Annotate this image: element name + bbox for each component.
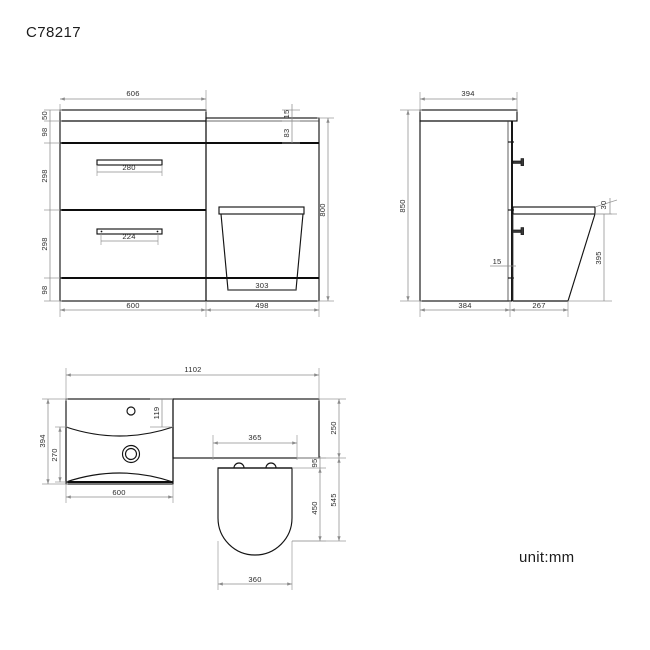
plan-basin-bowl [65, 426, 174, 483]
dim-plan-394-270: 394 270 [38, 398, 68, 485]
dim-side-bottom-384-267: 384 267 [419, 301, 569, 317]
dim-545-label: 545 [329, 493, 338, 506]
drawer-handle-upper [96, 159, 163, 166]
dim-front-right-15-83: 15 83 [282, 104, 300, 144]
side-toilet-pan [512, 206, 596, 302]
dim-15-label: 15 [282, 110, 291, 119]
dim-800-label: 800 [318, 203, 327, 216]
dim-front-left-chain: 50 98 298 298 98 [40, 109, 62, 302]
side-elevation-view: 394 850 15 30 [398, 89, 618, 317]
dim-606-label: 606 [126, 89, 139, 98]
dim-600-plan-label: 600 [112, 488, 125, 497]
front-elevation-view: 606 50 98 298 298 98 [40, 89, 334, 317]
dim-395-label: 395 [594, 251, 603, 264]
vanity-cabinet-front [59, 120, 207, 302]
dim-95-label: 95 [310, 459, 319, 468]
dim-side-height-850: 850 [398, 109, 422, 302]
dim-360-label: 360 [248, 575, 261, 584]
plan-waste-drain [121, 444, 141, 464]
vanity-worktop [59, 109, 207, 122]
side-cabinet-body [419, 120, 513, 302]
dim-394-label: 394 [461, 89, 474, 98]
dim-15-side-label: 15 [493, 257, 502, 266]
dim-side-395: 395 [568, 213, 612, 302]
dim-plan-365: 365 [212, 433, 298, 460]
dim-394-plan-label: 394 [38, 434, 47, 447]
dim-298-lower-label: 298 [40, 237, 49, 250]
dim-250-label: 250 [329, 421, 338, 434]
plan-tap-hole [126, 406, 136, 416]
dim-handle-280: 280 [96, 163, 163, 176]
dim-side-30: 30 [594, 198, 618, 215]
dim-850-label: 850 [398, 199, 407, 212]
drawer-handle-lower [96, 228, 163, 235]
dim-plan-360: 360 [217, 541, 293, 590]
dim-600-front-label: 600 [126, 301, 139, 310]
dim-267-label: 267 [532, 301, 545, 310]
side-worktop [419, 109, 518, 122]
dim-119-label: 119 [152, 407, 161, 420]
side-handle-lower [512, 227, 524, 235]
dim-280-label: 280 [122, 163, 135, 172]
dim-270-label: 270 [50, 448, 59, 461]
dim-side-15: 15 [490, 257, 516, 267]
dim-83-label: 83 [282, 129, 291, 138]
plan-toilet-seat [217, 467, 293, 556]
dim-450-label: 450 [310, 501, 319, 514]
dim-plan-1102: 1102 [65, 365, 320, 401]
dim-224-label: 224 [122, 232, 135, 241]
dim-handle-224: 224 [100, 232, 159, 245]
dim-98-bottom-label: 98 [40, 286, 49, 295]
dim-365-label: 365 [248, 433, 261, 442]
dim-298-upper-label: 298 [40, 169, 49, 182]
dim-plan-95-450: 95 450 [292, 456, 326, 542]
side-handle-upper [512, 158, 524, 166]
dim-plan-119: 119 [150, 398, 173, 428]
dim-50-label: 50 [40, 111, 49, 120]
plan-toilet-worktop [172, 398, 320, 459]
toilet-unit-front [205, 117, 320, 302]
dim-front-bottom-600-498: 600 498 [59, 301, 320, 317]
page-title: C78217 [26, 24, 81, 41]
dim-303-label: 303 [255, 281, 268, 290]
plan-seat-bumpers [233, 462, 277, 469]
plan-view: 1102 119 394 270 [38, 365, 346, 590]
dim-side-top-394: 394 [419, 89, 518, 112]
dim-1102-label: 1102 [184, 365, 201, 374]
dim-30-label: 30 [599, 201, 608, 210]
dim-toilet-base-303: 303 [228, 281, 296, 291]
dim-front-top-606: 606 [59, 89, 207, 112]
dim-98-top-label: 98 [40, 128, 49, 137]
dim-plan-600: 600 [65, 484, 174, 503]
dim-384-label: 384 [458, 301, 471, 310]
unit-note: unit:mm [519, 549, 575, 566]
dim-front-height-800: 800 [317, 117, 334, 302]
dim-498-label: 498 [255, 301, 268, 310]
